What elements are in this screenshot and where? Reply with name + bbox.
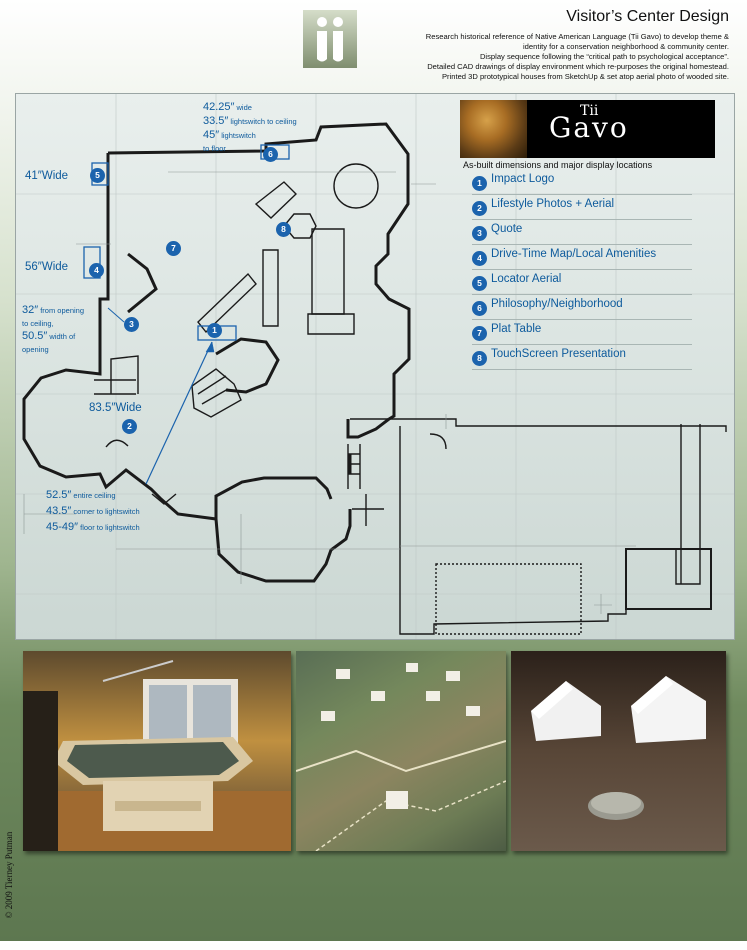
dim-unit: wide: [234, 103, 252, 112]
brand-name: Gavo: [549, 111, 629, 144]
dim-unit: corner to lightswitch: [71, 507, 140, 516]
display-marker-4: 4: [89, 263, 104, 278]
dim-label-3d: opening: [22, 343, 49, 356]
legend-marker: 5: [472, 276, 487, 291]
legend-label: Lifestyle Photos + Aerial: [491, 198, 615, 210]
dim-label-6: 42.25″ wide: [203, 101, 252, 114]
photo-strip: [23, 651, 728, 851]
3d-printed-houses-photo: [511, 651, 726, 851]
dim-value: 45-49″: [46, 521, 79, 533]
plat-table-illustration: [23, 660, 291, 851]
legend-caption: As-built dimensions and major display lo…: [463, 160, 653, 170]
autumn-tree-photo: [460, 100, 527, 158]
dim-unit: from opening: [38, 306, 85, 315]
dim-label-4: 56″Wide: [25, 261, 69, 273]
dim-value: 42.25″: [203, 101, 235, 113]
display-marker-8: 8: [276, 222, 291, 237]
aerial-model-photo: [296, 651, 506, 851]
project-description: Research historical reference of Native …: [349, 32, 729, 82]
legend-marker: 1: [472, 176, 487, 191]
legend-label: Philosophy/Neighborhood: [491, 298, 623, 310]
dim-label-6d: to floor: [203, 142, 226, 155]
dim-value: 50.5″: [22, 330, 48, 342]
brand-sub: Tii: [580, 103, 599, 119]
legend-item: 4 Drive-Time Map/Local Amenities: [472, 245, 692, 270]
dim-label-3b: to ceiling,: [22, 317, 54, 330]
legend-item: 3 Quote: [472, 220, 692, 245]
dim-label-6b: 33.5″ lightswitch to ceiling: [203, 115, 297, 128]
dim-unit: entire ceiling: [71, 491, 116, 500]
dim-value: 32″: [22, 304, 39, 316]
dim-label-3a: 32″ from opening: [22, 304, 84, 317]
description-line: Printed 3D prototypical houses from Sket…: [441, 72, 729, 81]
display-marker-2: 2: [122, 419, 137, 434]
display-marker-7: 7: [166, 241, 181, 256]
tii-gavo-brand: Tii Gavo: [460, 100, 715, 158]
dim-value: 52.5″: [46, 489, 72, 501]
page-title: Visitor’s Center Design: [566, 8, 729, 25]
legend-item: 8 TouchScreen Presentation: [472, 345, 692, 370]
aerial-model-illustration: [296, 663, 506, 851]
dim-unit: opening: [22, 345, 49, 354]
legend-item: 6 Philosophy/Neighborhood: [472, 295, 692, 320]
legend-marker: 3: [472, 226, 487, 241]
legend-item: 7 Plat Table: [472, 320, 692, 345]
dim-label-2: 83.5″Wide: [89, 402, 142, 414]
display-marker-6: 6: [263, 147, 278, 162]
tii-logo-mark: [303, 10, 357, 68]
legend-label: TouchScreen Presentation: [491, 348, 626, 360]
description-line: Research historical reference of Native …: [425, 32, 729, 41]
description-line: Display sequence following the “critical…: [479, 52, 729, 61]
dim-unit: to floor: [203, 144, 226, 153]
dim-unit: width of: [47, 332, 76, 341]
dim-value: 43.5″: [46, 505, 72, 517]
legend-label: Plat Table: [491, 323, 542, 335]
description-line: identity for a conservation neighborhood…: [523, 42, 729, 51]
legend-item: 1 Impact Logo: [472, 170, 692, 195]
legend-label: Quote: [491, 223, 523, 235]
dim-label-1b: 43.5″ corner to lightswitch: [46, 505, 140, 518]
dim-value: 33.5″: [203, 115, 229, 127]
dim-label-1a: 52.5″ entire ceiling: [46, 489, 116, 502]
dim-unit: lightswitch to ceiling: [228, 117, 297, 126]
plat-table-photo: [23, 651, 291, 851]
dim-unit: floor to lightswitch: [78, 523, 140, 532]
display-marker-1: 1: [207, 323, 222, 338]
legend-marker: 7: [472, 326, 487, 341]
legend-marker: 8: [472, 351, 487, 366]
legend-item: 5 Locator Aerial: [472, 270, 692, 295]
description-line: Detailed CAD drawings of display environ…: [427, 62, 729, 71]
dim-unit: to ceiling,: [22, 319, 54, 328]
dim-label-3c: 50.5″ width of: [22, 330, 75, 343]
display-marker-3: 3: [124, 317, 139, 332]
legend-label: Impact Logo: [491, 173, 555, 185]
legend-label: Drive-Time Map/Local Amenities: [491, 248, 657, 260]
legend-marker: 6: [472, 301, 487, 316]
dim-label-5: 41″Wide: [25, 170, 69, 182]
printed-houses-illustration: [531, 676, 706, 820]
dim-unit: lightswitch: [219, 131, 256, 140]
legend-item: 2 Lifestyle Photos + Aerial: [472, 195, 692, 220]
dim-label-1c: 45-49″ floor to lightswitch: [46, 521, 140, 534]
copyright-notice: © 2009 Tierney Putman: [4, 831, 14, 919]
display-marker-5: 5: [90, 168, 105, 183]
legend-label: Locator Aerial: [491, 273, 562, 285]
tii-logo-icon: [317, 17, 343, 62]
floor-plan-drawing: [16, 94, 734, 639]
dim-value: 45″: [203, 129, 220, 141]
legend-marker: 4: [472, 251, 487, 266]
dim-label-6c: 45″ lightswitch: [203, 129, 256, 142]
floor-plan: 42.25″ wide 33.5″ lightswitch to ceiling…: [15, 93, 735, 640]
legend-marker: 2: [472, 201, 487, 216]
